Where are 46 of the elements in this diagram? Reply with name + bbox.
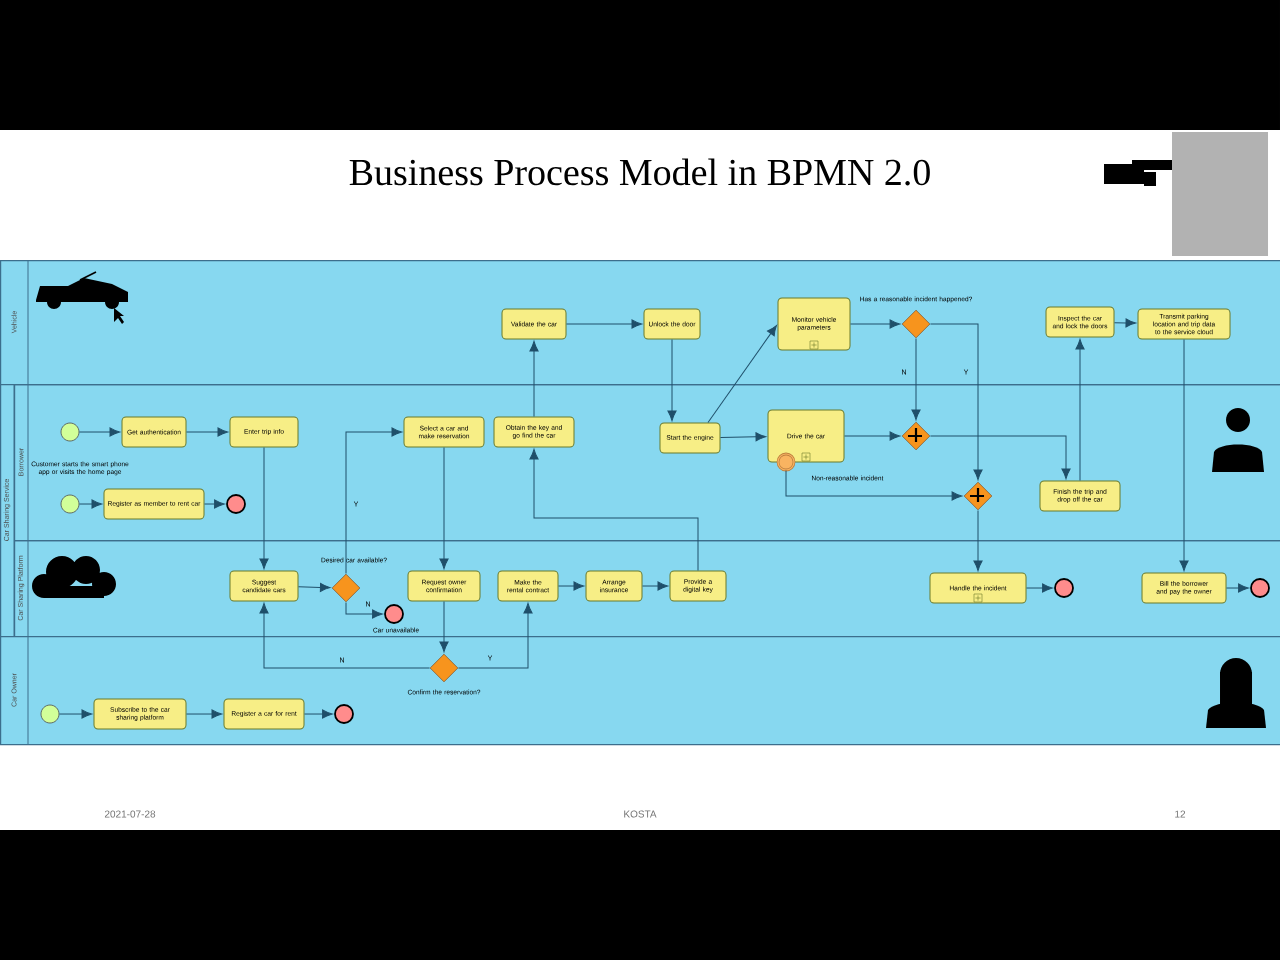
slide-title: Business Process Model in BPMN 2.0 — [349, 158, 930, 186]
gateway-diamond — [901, 309, 931, 339]
arrow — [566, 319, 643, 329]
arrow — [1226, 583, 1249, 593]
arrow — [439, 601, 449, 653]
arrow — [345, 427, 403, 575]
arrow — [558, 581, 585, 591]
start-event — [60, 422, 80, 442]
parallel-gateway — [963, 481, 993, 511]
arrow — [78, 427, 121, 437]
arrow — [844, 431, 901, 441]
arrow — [304, 709, 333, 719]
arrow — [911, 337, 921, 421]
arrow — [785, 469, 963, 501]
arrow — [259, 447, 269, 570]
arrow — [529, 340, 539, 417]
arrow — [1026, 583, 1053, 593]
boundary-event — [776, 452, 796, 472]
arrow — [667, 339, 677, 422]
gateway-diamond — [429, 653, 459, 683]
arrow — [1114, 318, 1137, 328]
arrow — [457, 602, 533, 669]
arrow — [929, 435, 1071, 480]
arrow — [204, 499, 225, 509]
arrow — [973, 509, 983, 572]
arrow — [850, 319, 901, 329]
parallel-gateway — [901, 421, 931, 451]
gateway-diamond — [331, 573, 361, 603]
arrow — [186, 427, 229, 437]
arrow — [1075, 338, 1085, 481]
arrow — [707, 325, 777, 423]
arrow — [720, 432, 767, 442]
arrow — [259, 602, 431, 669]
arrow — [1179, 339, 1189, 572]
arrow — [186, 709, 223, 719]
end-event — [1250, 578, 1270, 598]
arrow — [345, 601, 383, 619]
arrow — [929, 323, 983, 481]
arrow — [439, 447, 449, 570]
start-event — [60, 494, 80, 514]
arrow — [298, 582, 331, 592]
arrow — [58, 709, 93, 719]
arrow — [78, 499, 103, 509]
start-event — [40, 704, 60, 724]
arrow — [529, 448, 699, 571]
arrow — [642, 581, 669, 591]
